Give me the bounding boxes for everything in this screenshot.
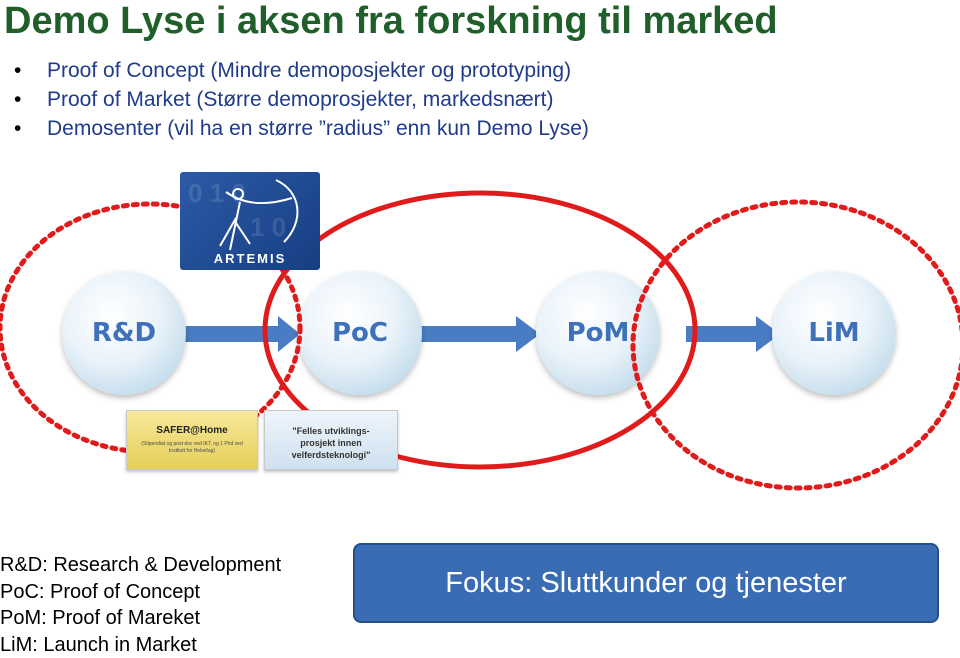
node-label-lim: LiM [774, 318, 894, 348]
arrow-rd-poc [180, 316, 300, 352]
logo-text: ARTEMIS [180, 251, 320, 266]
card-title: SAFER@Home [127, 425, 257, 436]
arrow-pom-lim [686, 316, 780, 352]
focus-text: Fokus: Sluttkunder og tjenester [355, 567, 937, 600]
felles-utviklingsprosjekt-card: "Felles utviklings- prosjekt innen velfe… [264, 410, 398, 470]
artemis-logo: 0 1 0 1 0 ARTEMIS [180, 172, 320, 270]
abbreviation-legend: R&D: Research & Development PoC: Proof o… [0, 552, 281, 658]
node-label-poc: PoC [300, 318, 420, 348]
legend-item: PoC: Proof of Concept [0, 579, 281, 606]
card-text: "Felles utviklings- prosjekt innen velfe… [271, 425, 391, 461]
legend-item: R&D: Research & Development [0, 552, 281, 579]
node-label-rd: R&D [64, 318, 184, 348]
arrow-poc-pom [418, 316, 540, 352]
safer-at-home-card: SAFER@Home (Stipendiat og post doc ved I… [126, 410, 258, 470]
focus-box: Fokus: Sluttkunder og tjenester [353, 543, 939, 623]
card-subtext: (Stipendiat og post doc ved IKT, og 1 Ph… [133, 441, 251, 455]
node-label-pom: PoM [538, 318, 658, 348]
legend-item: PoM: Proof of Mareket [0, 605, 281, 632]
legend-item: LiM: Launch in Market [0, 632, 281, 658]
